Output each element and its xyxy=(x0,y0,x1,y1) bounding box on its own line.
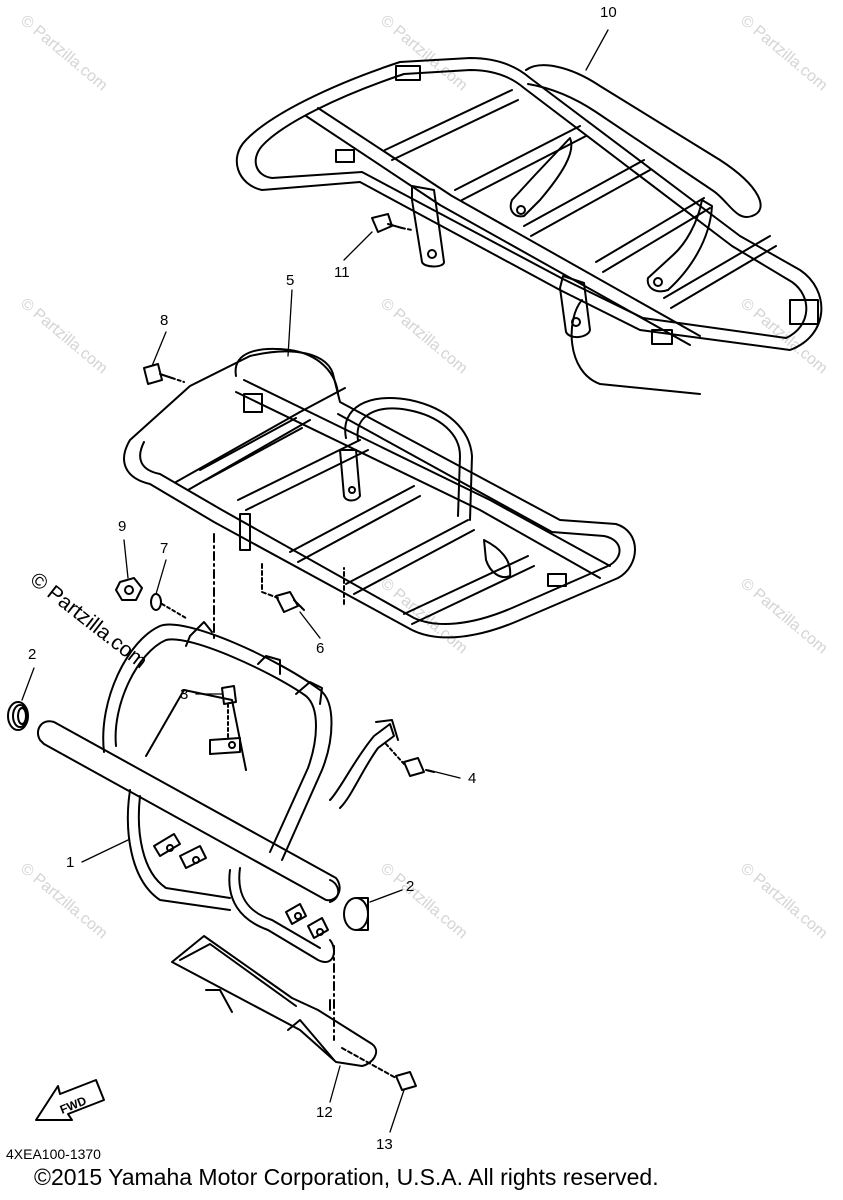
callout-6: 6 xyxy=(316,640,325,657)
callout-7: 7 xyxy=(160,540,169,557)
callout-10: 10 xyxy=(600,4,617,21)
copyright-notice: ©2015 Yamaha Motor Corporation, U.S.A. A… xyxy=(34,1164,659,1190)
bolt-part-4 xyxy=(385,743,435,777)
rear-carrier-part-10 xyxy=(235,57,823,395)
skid-plate-part-12 xyxy=(171,935,378,1067)
callout-11: 11 xyxy=(334,264,350,281)
leader-lines xyxy=(21,29,609,1133)
bolt-part-6 xyxy=(261,563,305,613)
grommet-part-3 xyxy=(221,685,237,741)
fwd-label: FWD xyxy=(58,1093,89,1116)
nut-part-9 xyxy=(115,577,143,601)
diagram-code: 4XEA100-1370 xyxy=(6,1146,101,1162)
end-cap-part-2-right xyxy=(343,897,369,931)
callout-13: 13 xyxy=(376,1136,393,1153)
front-guard-part-1 xyxy=(36,621,399,963)
fwd-arrow-icon xyxy=(35,1079,105,1121)
callout-5: 5 xyxy=(286,272,295,289)
washer-part-7 xyxy=(150,593,187,619)
end-cap-part-2-left xyxy=(7,701,29,731)
callout-9: 9 xyxy=(118,518,127,535)
callout-4: 4 xyxy=(468,770,477,787)
callout-2: 2 xyxy=(28,646,37,663)
callout-1: 1 xyxy=(66,854,75,871)
callout-2b: 2 xyxy=(406,878,415,895)
bolt-part-11 xyxy=(371,213,413,233)
front-carrier-part-5 xyxy=(123,347,636,639)
bolt-part-8 xyxy=(143,363,185,385)
bolt-part-13 xyxy=(341,1047,417,1091)
callout-8: 8 xyxy=(160,312,169,329)
callout-3: 3 xyxy=(180,686,189,703)
callout-12: 12 xyxy=(316,1104,333,1121)
